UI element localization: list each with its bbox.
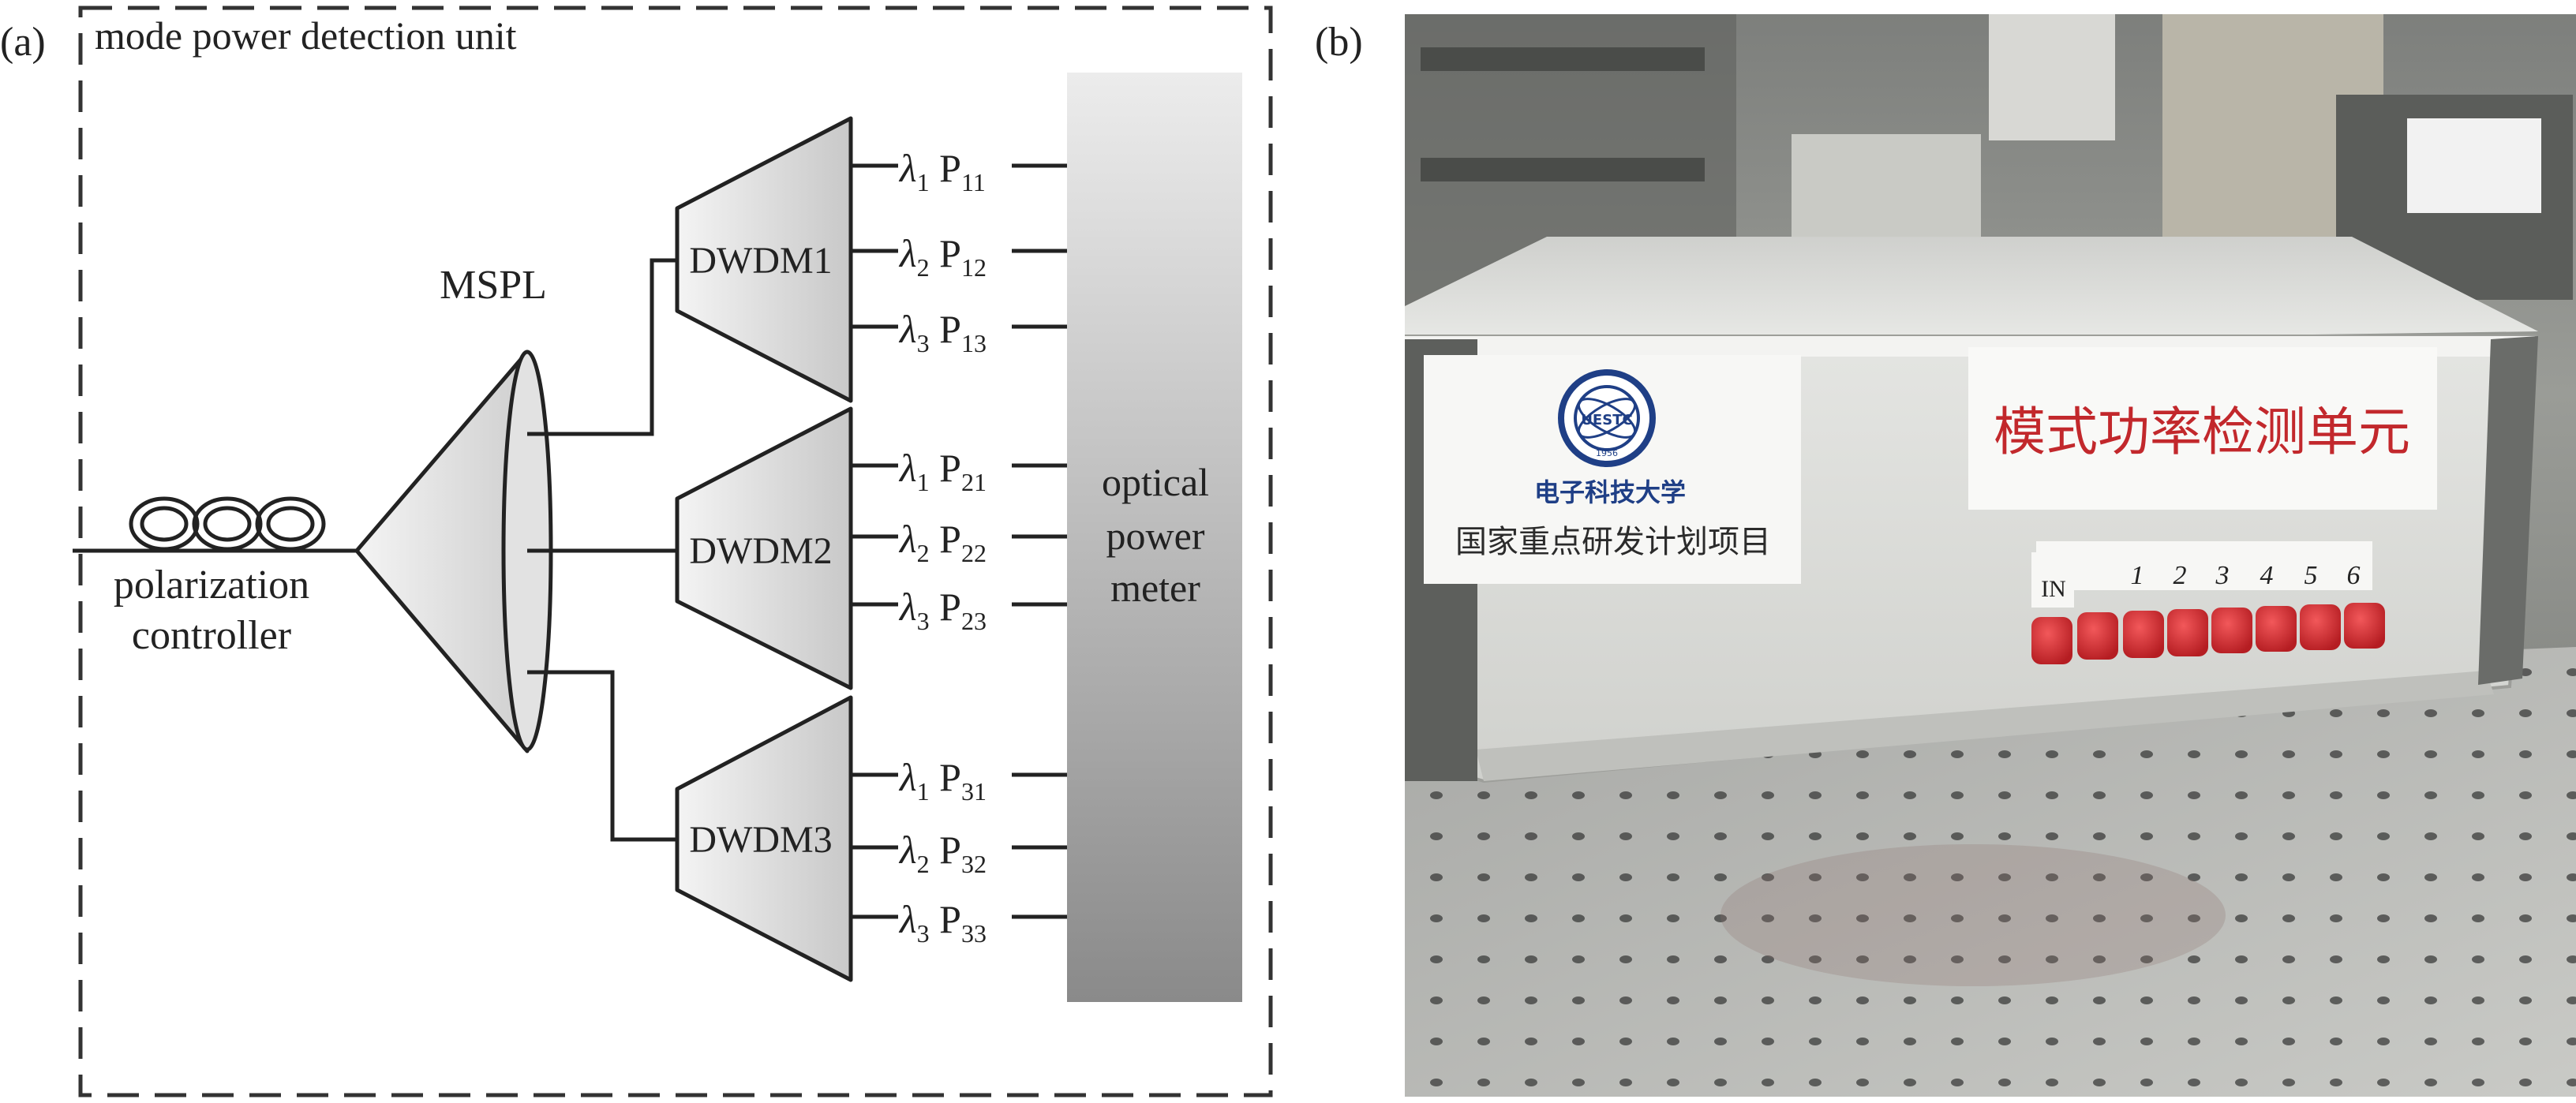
detection-unit-border [78,6,1273,1097]
output-label-32: λ2 P32 [898,828,987,878]
dwdm2-block [675,406,853,690]
polarization-controller-label-line1: polarization [114,563,309,608]
port-number-labels: 1 2 3 4 5 6 [2131,561,2361,590]
dwdm1-outputs: λ1 P11 λ2 P12 λ3 P13 [851,146,1069,357]
device-photo: UESTC 1956 电子科技大学 国家重点研发计划项目 模式功率检测单元 IN… [1405,14,2576,1097]
optical-power-meter [1067,73,1242,1002]
output-label-31: λ1 P31 [898,755,987,806]
mspl-label: MSPL [440,263,547,308]
output-label-11: λ1 P11 [898,146,986,196]
panel-b: (b) [1315,14,2576,1097]
uestc-logo: UESTC 1956 [1558,369,1656,467]
connector-to-dwdm3 [527,670,677,842]
output-label-23: λ3 P23 [898,585,987,635]
port-number-5: 5 [2305,561,2318,590]
panel-a-label: (a) [0,20,46,65]
port-in-label: IN [2041,576,2066,602]
project-label: 国家重点研发计划项目 [1455,524,1771,560]
logo-text: UESTC [1581,412,1632,428]
port-number-2: 2 [2174,561,2187,590]
output-label-22: λ2 P22 [898,517,987,567]
port-number-6: 6 [2347,561,2361,590]
university-name: 电子科技大学 [1534,477,1686,507]
port-number-1: 1 [2131,561,2144,590]
output-label-33: λ3 P33 [898,897,987,948]
port-number-3: 3 [2215,561,2230,590]
output-label-12: λ2 P12 [898,231,987,282]
fiber-ports [2031,603,2385,664]
device-top [1405,237,2538,347]
meter-label-line3: meter [1110,566,1200,610]
device-name-card [1968,347,2437,510]
polarization-controller-label-line2: controller [132,613,291,658]
dwdm3-label: DWDM3 [689,819,832,861]
port-number-4: 4 [2260,561,2274,590]
connector-to-dwdm1 [527,258,677,436]
device-name-label: 模式功率检测单元 [1994,402,2410,462]
dwdm3-block [675,695,853,982]
panel-a: (a) mode power detection unit polarizati… [0,6,1273,1097]
dwdm1-block [675,116,853,403]
dwdm3-outputs: λ1 P31 λ2 P32 λ3 P33 [851,755,1069,948]
panel-b-label: (b) [1315,20,1363,65]
logo-year: 1956 [1596,448,1618,458]
detection-unit-title: mode power detection unit [95,13,517,58]
dwdm2-label: DWDM2 [689,530,832,572]
dwdm1-label: DWDM1 [689,240,832,282]
output-label-13: λ3 P13 [898,307,987,357]
polarization-controller-coils [129,496,326,552]
dwdm2-outputs: λ1 P21 λ2 P22 λ3 P23 [851,446,1069,635]
meter-label-line1: optical [1102,460,1209,504]
meter-label-line2: power [1106,514,1205,558]
output-label-21: λ1 P21 [898,446,987,496]
